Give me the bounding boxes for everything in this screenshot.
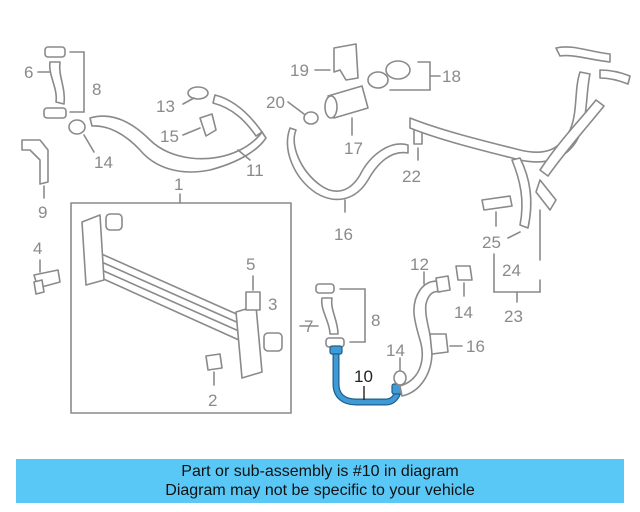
part-1-cooler [81,213,263,379]
label-24: 24 [502,261,521,280]
part-20-hose [286,127,409,213]
label-7: 7 [304,317,313,336]
label-14b: 14 [454,303,473,322]
frame-1 [70,202,292,414]
part-group-6-8 [37,46,85,119]
label-11: 11 [246,161,264,180]
part-10-hose [329,345,403,406]
label-22: 22 [402,167,421,186]
banner-line-1: Part or sub-assembly is #10 in diagram [181,463,459,480]
part-25 [481,195,513,227]
label-5: 5 [246,255,255,274]
part-5-bolt [245,275,261,311]
label-8: 8 [92,80,101,99]
label-8b: 8 [371,311,380,330]
leader-25b [507,231,521,239]
label-14c: 14 [386,341,405,360]
label-13: 13 [156,97,175,116]
part-2 [205,353,223,386]
label-9: 9 [38,203,47,222]
part-group-7-8 [299,283,366,348]
label-18: 18 [442,67,461,86]
label-1: 1 [174,175,183,194]
part-14-clamp-lower [393,357,407,386]
part-9-bracket [21,139,49,199]
label-4: 4 [33,239,42,258]
part-11-hose [89,94,267,173]
label-21: 20 [266,93,285,112]
part-14-clamp-right [455,265,473,297]
part-19-bracket [333,43,359,81]
part-16 [429,333,463,355]
label-17: 17 [344,139,363,158]
part-14-clamp-left [68,119,95,153]
part-21-clamp [287,101,319,125]
parts-diagram: 6 8 14 9 11 13 15 1 2 [21,43,631,414]
label-25: 25 [482,233,501,252]
label-15: 15 [160,127,179,146]
part-13 [182,86,209,105]
part-17-pump [324,85,369,136]
label-10: 10 [354,367,373,386]
part-15 [182,113,217,137]
label-20: 16 [334,225,353,244]
label-2: 2 [208,391,217,410]
part-3 [263,332,283,352]
label-14: 14 [94,153,113,172]
banner-line-2: Diagram may not be specific to your vehi… [165,482,475,499]
part-23-hose-assembly [409,46,631,229]
label-6: 6 [24,63,33,82]
label-19: 19 [290,61,309,80]
label-12: 12 [410,255,429,274]
info-banner: Part or sub-assembly is #10 in diagram D… [16,459,624,503]
part-18-valve [367,60,411,89]
label-16-text: 16 [466,337,485,356]
label-23: 23 [504,307,523,326]
part-4-bolt [33,259,61,295]
label-3: 3 [268,295,277,314]
